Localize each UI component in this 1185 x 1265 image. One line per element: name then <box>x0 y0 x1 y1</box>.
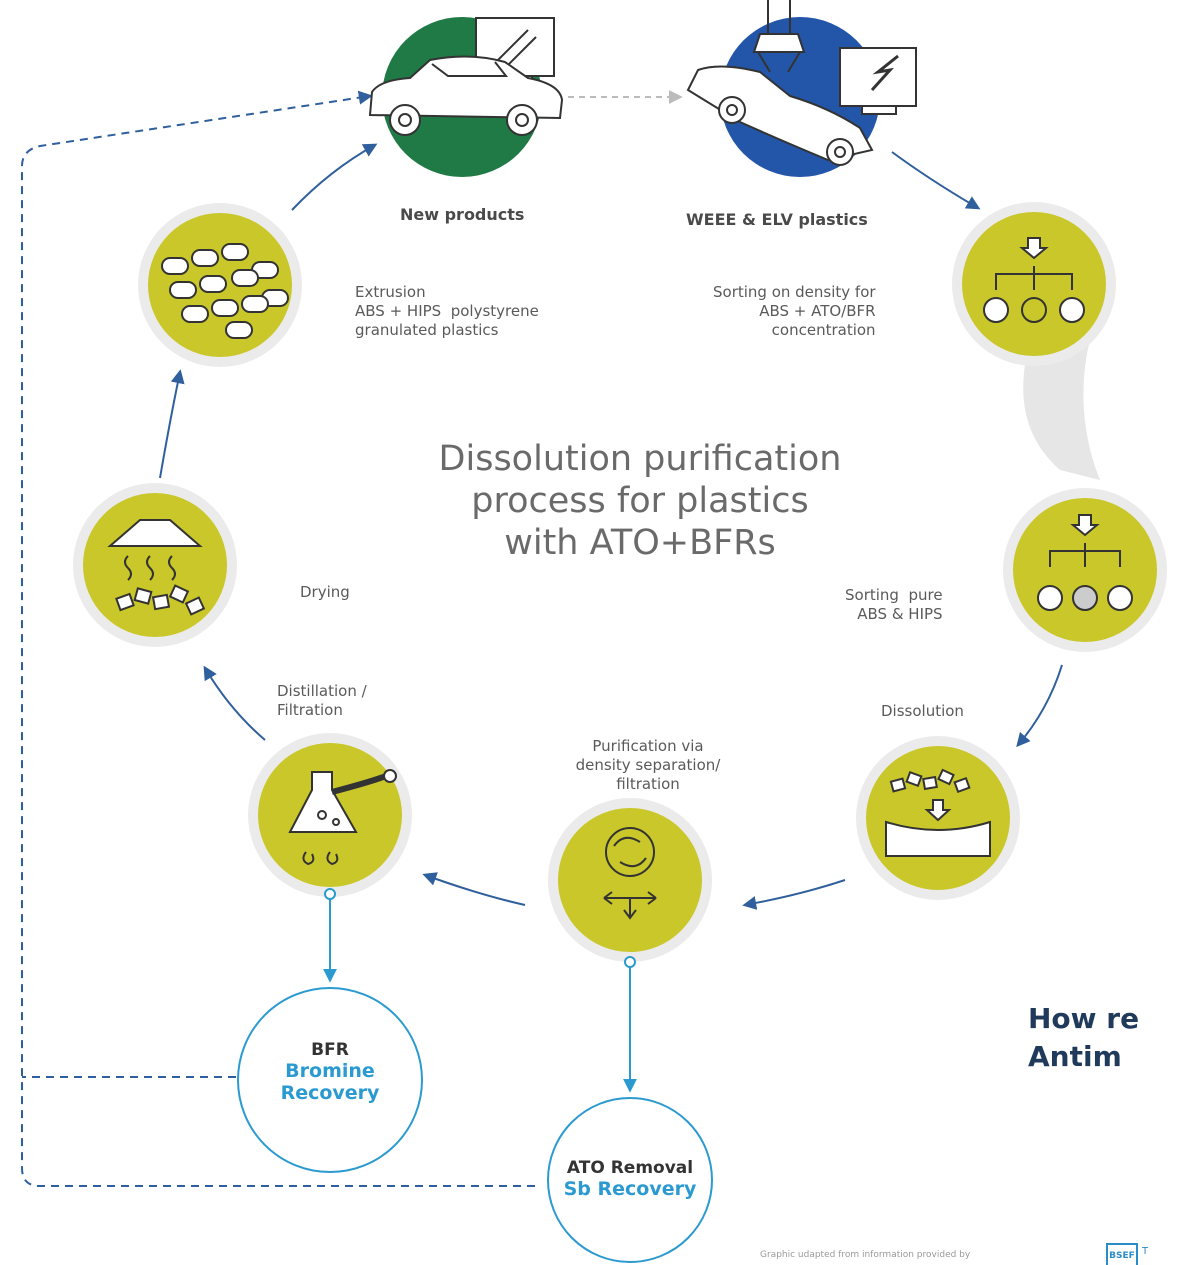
arrow-purification-to-distillation <box>422 872 526 906</box>
sorting-pure-circle <box>1003 488 1167 652</box>
car-icon <box>368 55 564 136</box>
extrusion-circle <box>138 203 302 367</box>
weee-label: WEEE & ELV plastics <box>686 210 868 229</box>
side-title: How re Antim <box>1028 1002 1140 1073</box>
drying-circle <box>73 483 237 647</box>
bsef-logo: BSEF <box>1106 1243 1138 1265</box>
distillation-label: Distillation / Filtration <box>277 682 367 719</box>
purification-circle <box>548 798 712 962</box>
ato-line2: Sb Recovery <box>563 1178 697 1200</box>
ato-connector-dot <box>624 956 636 968</box>
bfr-recovery-text: BFR Bromine Recovery <box>260 1040 400 1104</box>
arrow-drying-to-extrusion <box>159 369 185 479</box>
bfr-line3: Recovery <box>280 1082 380 1104</box>
broken-monitor-icon <box>839 47 917 115</box>
ato-recovery-text: ATO Removal Sb Recovery <box>550 1158 710 1200</box>
distillation-circle <box>248 733 412 897</box>
bsef-logo-suffix: T <box>1142 1246 1149 1257</box>
arrow-extrusion-to-new <box>291 143 378 211</box>
sorting-density-circle <box>952 202 1116 366</box>
ato-line1: ATO Removal <box>566 1158 694 1178</box>
bfr-connector-dot <box>324 888 336 900</box>
dryer-icon <box>107 519 206 616</box>
arrow-sorting-to-dissolution <box>1016 664 1063 748</box>
sorting-pure-label: Sorting pure ABS & HIPS <box>845 586 943 623</box>
sorting-tree-icon-2 <box>1037 514 1133 611</box>
separation-icon <box>603 827 657 920</box>
flask-icon <box>288 769 397 866</box>
new-products-label: New products <box>400 205 525 224</box>
center-title: Dissolution purification process for pla… <box>438 439 842 563</box>
crane-icon <box>752 0 806 73</box>
drying-label: Drying <box>300 583 350 601</box>
bfr-line1: BFR <box>311 1040 349 1060</box>
bfr-line2: Bromine <box>285 1060 375 1082</box>
granules-icon <box>161 243 289 339</box>
bfr-recovery-circle <box>237 987 423 1173</box>
sorting-density-label: Sorting on density for ABS + ATO/BFR con… <box>713 283 876 339</box>
crushed-car-icon <box>686 65 874 166</box>
arrow-weee-to-sorting <box>891 151 981 210</box>
footer-credit: Graphic udapted from information provide… <box>760 1250 971 1260</box>
dissolution-label: Dissolution <box>881 702 964 720</box>
arrow-distillation-to-drying <box>203 665 266 741</box>
extrusion-label: Extrusion ABS + HIPS polystyrene granula… <box>355 283 539 339</box>
arrow-dissolution-to-purification <box>742 879 846 910</box>
return-loop-dashed <box>21 90 535 1187</box>
sorting-tree-icon <box>983 237 1085 323</box>
ato-recovery-circle <box>547 1097 713 1263</box>
sorting-connector <box>1023 340 1100 480</box>
dissolution-tank-icon <box>885 768 991 857</box>
dissolution-circle <box>856 736 1020 900</box>
purification-label: Purification via density separation/ fil… <box>575 737 721 793</box>
